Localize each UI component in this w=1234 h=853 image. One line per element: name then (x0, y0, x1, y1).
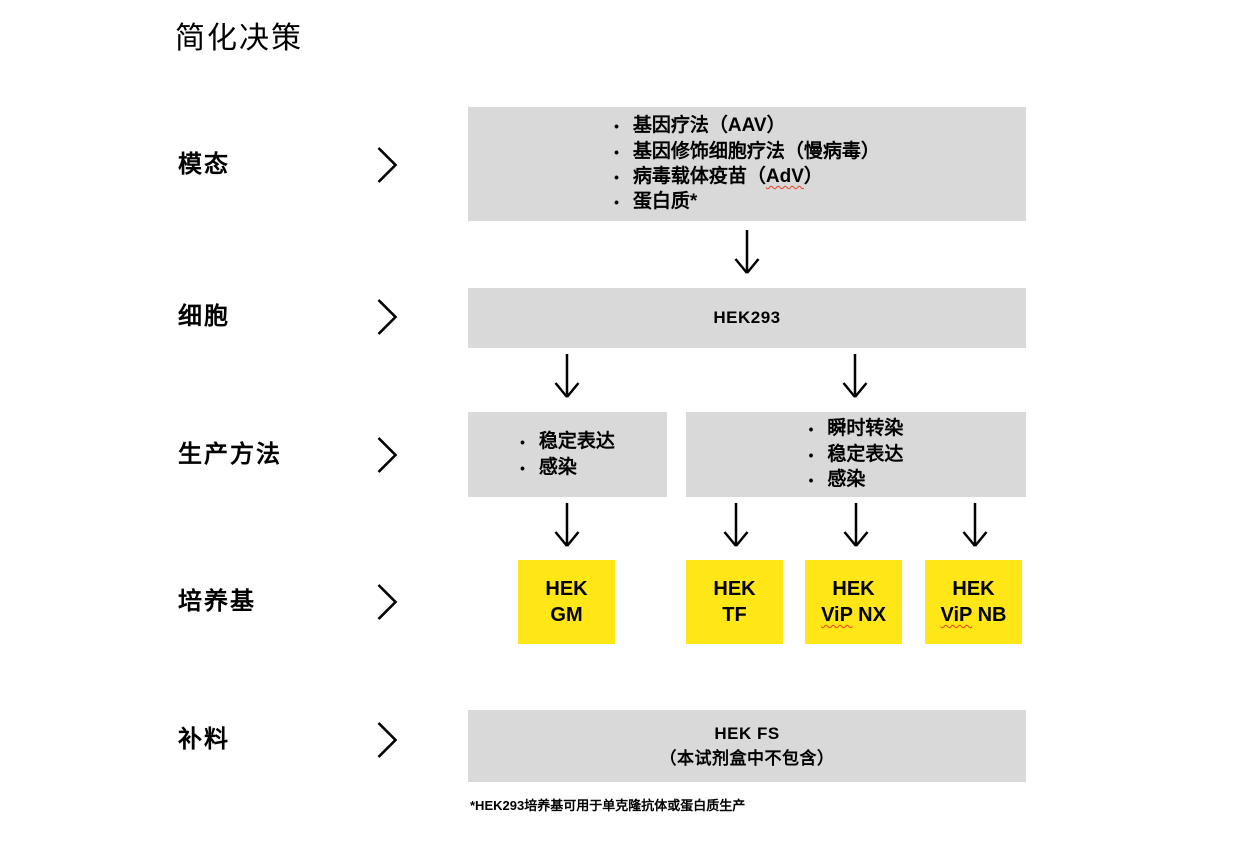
media-box-line2: ViP NX (821, 602, 886, 628)
media-box-line1: HEK (545, 576, 587, 602)
production-method-box-left: 稳定表达感染 (468, 412, 667, 497)
chevron-right-icon (377, 147, 398, 183)
text-segment: 基因疗法（AAV） (632, 115, 786, 137)
text-segment: TF (722, 604, 747, 626)
arrow-down-icon (554, 354, 580, 398)
footnote: *HEK293培养基可用于单克隆抗体或蛋白质生产 (470, 798, 746, 813)
production-right-bullet-list: 瞬时转染稳定表达感染 (809, 416, 904, 492)
text-segment: HEK (832, 578, 875, 600)
media-box-line1: HEK (713, 576, 755, 602)
text-segment: 稳定表达 (827, 443, 904, 465)
bullet-item: 感染 (520, 455, 615, 480)
modality-bullet-list: 基因疗法（AAV）基因修饰细胞疗法（慢病毒）病毒载体疫苗（AdV）蛋白质* (614, 113, 880, 215)
feed-box-line1: HEK FS (714, 723, 780, 743)
media-box-line2: GM (550, 602, 582, 628)
media-box-hek-tf: HEK TF (686, 560, 783, 644)
bullet-item: 稳定表达 (520, 429, 615, 454)
text-segment: NX (852, 604, 886, 626)
arrow-down-icon (962, 503, 988, 547)
misspelled-text: ViP (940, 604, 973, 626)
bullet-item: 基因疗法（AAV） (614, 113, 880, 138)
media-box-line1: HEK (952, 576, 994, 602)
feed-box: HEK FS （本试剂盒中不包含） (468, 710, 1026, 782)
arrow-down-icon (554, 503, 580, 547)
arrow-down-icon (843, 503, 869, 547)
production-left-bullet-list: 稳定表达感染 (520, 429, 615, 480)
text-segment: 瞬时转染 (827, 418, 904, 440)
text-segment: HEK (952, 578, 995, 600)
production-method-box-right: 瞬时转染稳定表达感染 (686, 412, 1026, 497)
text-segment: GM (550, 604, 583, 626)
text-segment: NB (972, 604, 1007, 626)
text-segment: 基因修饰细胞疗法（慢病毒） (632, 140, 880, 162)
row-label-modality: 模态 (178, 151, 230, 178)
row-label-feed: 补料 (178, 726, 230, 753)
media-box-line2: TF (722, 602, 746, 628)
feed-box-line2: （本试剂盒中不包含） (659, 749, 835, 768)
chevron-right-icon (377, 722, 398, 758)
cell-box: HEK293 (468, 288, 1026, 348)
text-segment: 病毒载体疫苗（ (632, 166, 766, 187)
arrow-down-icon (842, 354, 868, 398)
media-box-line1: HEK (832, 576, 874, 602)
bullet-item: 瞬时转染 (809, 416, 904, 441)
misspelled-text: AdV (765, 166, 804, 187)
row-label-media: 培养基 (178, 588, 256, 615)
bullet-item: 病毒载体疫苗（AdV） (614, 164, 880, 189)
chevron-right-icon (377, 584, 398, 620)
arrow-down-icon (734, 230, 760, 274)
text-segment: 感染 (827, 469, 866, 491)
page-title: 简化决策 (175, 22, 303, 55)
media-box-line2: ViP NB (941, 602, 1007, 628)
bullet-item: 蛋白质* (614, 189, 880, 214)
arrow-down-icon (723, 503, 749, 547)
bullet-item: 基因修饰细胞疗法（慢病毒） (614, 139, 880, 164)
text-segment: HEK (545, 578, 588, 600)
text-segment: HEK (713, 578, 756, 600)
bullet-item: 稳定表达 (809, 442, 904, 467)
text-segment: 感染 (538, 456, 577, 478)
chevron-right-icon (377, 437, 398, 473)
media-box-hek-gm: HEK GM (518, 560, 615, 644)
media-box-hek-vip-nb: HEK ViP NB (925, 560, 1022, 644)
media-box-hek-vip-nx: HEK ViP NX (805, 560, 902, 644)
text-segment: 蛋白质* (632, 191, 698, 213)
modality-box: 基因疗法（AAV）基因修饰细胞疗法（慢病毒）病毒载体疫苗（AdV）蛋白质* (468, 107, 1026, 221)
bullet-item: 感染 (809, 467, 904, 492)
row-label-cell: 细胞 (178, 303, 230, 330)
row-label-production-method: 生产方法 (178, 441, 282, 468)
text-segment: 稳定表达 (538, 431, 615, 453)
text-segment: ） (803, 166, 823, 187)
cell-box-label: HEK293 (713, 308, 781, 327)
misspelled-text: ViP (821, 604, 853, 626)
chevron-right-icon (377, 299, 398, 335)
